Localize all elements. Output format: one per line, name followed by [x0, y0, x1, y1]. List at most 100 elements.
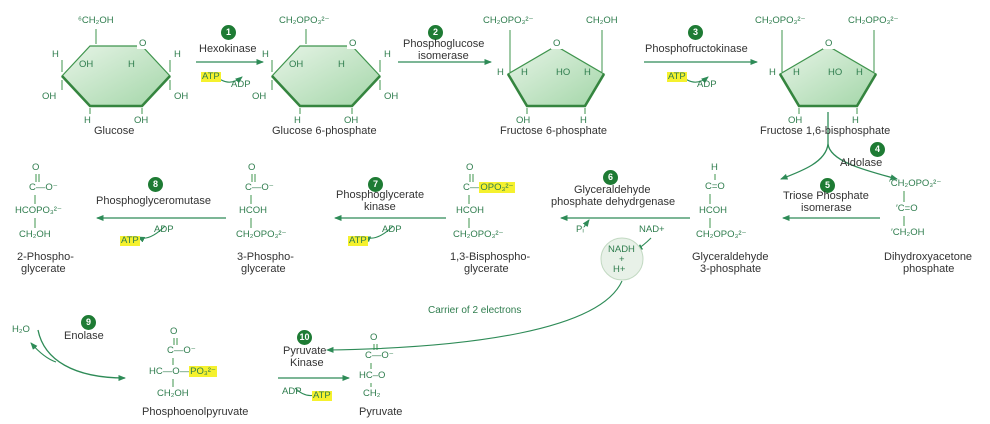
- f6p-chain-left: CH₂OPO₃²⁻: [483, 15, 534, 26]
- pg3-caption-line2: glycerate: [241, 263, 286, 275]
- step-6-pi: Pᵢ: [576, 224, 584, 235]
- g6p-h-left: H: [262, 49, 269, 60]
- f6p-chain-right: CH₂OH: [586, 15, 618, 26]
- glucose-h-bottom: H: [84, 115, 91, 126]
- step-6-nad: NAD+: [639, 224, 665, 235]
- glucose-oh-inner: OH: [79, 59, 94, 70]
- step-9-water: H₂O: [12, 324, 30, 335]
- dhap-line1: ′CH₂OPO₃²⁻: [889, 178, 942, 189]
- g6p-oh-right: OH: [384, 91, 399, 102]
- dhap-line2: ′C=O: [896, 203, 918, 214]
- step-7-enzyme-line1: Phosphoglycerate: [336, 189, 425, 201]
- bpg13-line1: C—OPO₃²⁻: [463, 182, 515, 193]
- g6p-caption: Glucose 6-phosphate: [272, 125, 377, 137]
- nadh-label-line2: +: [619, 254, 625, 265]
- f6p-h-outer-left: H: [497, 67, 504, 78]
- pep-line3: CH₂OH: [157, 388, 189, 399]
- pg2-o-top: O: [32, 162, 40, 173]
- f16bp-ring-oxygen: O: [823, 38, 835, 49]
- f16bp-caption: Fructose 1,6-bisphosphate: [760, 125, 891, 137]
- pyruvate-caption: Pyruvate: [359, 406, 403, 418]
- glucose-oh-right: OH: [174, 91, 189, 102]
- nadh-bubble: [600, 237, 644, 281]
- step-8-number: 8: [148, 177, 163, 192]
- glucose-oh-bottom: OH: [134, 115, 149, 126]
- f16bp-chain-left: CH₂OPO₃²⁻: [755, 15, 806, 26]
- dhap-caption-line2: phosphate: [903, 263, 955, 275]
- step-10-number: 10: [297, 330, 312, 345]
- step-5-number: 5: [820, 178, 835, 193]
- pg3-caption-line1: 3-Phospho-: [237, 251, 294, 263]
- g6p-h-inner: H: [338, 59, 345, 70]
- g6p-oh-left: OH: [252, 91, 267, 102]
- g3p-h-top: H: [711, 162, 718, 173]
- dhap-caption-line1: Dihydroxyacetone: [884, 251, 973, 263]
- bpg13-line2: HCOH: [456, 205, 484, 216]
- f16bp-h-inner-left: H: [793, 67, 800, 78]
- pep-line1: C—O⁻: [167, 345, 196, 356]
- pg2-line1: C—O⁻: [29, 182, 58, 193]
- step-3-number: 3: [688, 25, 703, 40]
- pep-line2-hc: HC—O—: [149, 366, 190, 377]
- f6p-ring-oxygen: O: [551, 38, 563, 49]
- step-6-enzyme-line1: Glyceraldehyde: [574, 184, 651, 196]
- f16bp-chain-right: CH₂OPO₃²⁻: [848, 15, 899, 26]
- pep-line2: HC—O—PO₃²⁻: [149, 366, 217, 377]
- glucose-h-left: H: [52, 49, 59, 60]
- step-1-number: 1: [221, 25, 236, 40]
- f6p-caption: Fructose 6-phosphate: [500, 125, 608, 137]
- pep-o-top: O: [170, 326, 178, 337]
- bpg13-line3: CH₂OPO₃²⁻: [453, 229, 504, 240]
- g3p-line3: CH₂OPO₃²⁻: [696, 229, 747, 240]
- step-3-atp: ATP: [667, 71, 687, 82]
- f16bp-ho-inner-right: HO: [828, 67, 843, 78]
- pg2-caption-line1: 2-Phospho-: [17, 251, 74, 263]
- step-8-adp: ADP: [154, 224, 174, 235]
- glucose-h-right: H: [174, 49, 181, 60]
- step-4-enzyme: Aldolase: [840, 157, 883, 169]
- step-3-enzyme: Phosphofructokinase: [645, 43, 748, 55]
- g6p-h-right: H: [384, 49, 391, 60]
- g3p-caption-line1: Glyceraldehyde: [692, 251, 769, 263]
- f6p-h-inner-left: H: [521, 67, 528, 78]
- pg3-line1: C—O⁻: [245, 182, 274, 193]
- pep-caption: Phosphoenolpyruvate: [142, 406, 249, 418]
- g6p-chain-label: CH₂OPO₃²⁻: [279, 15, 330, 26]
- bpg13-caption-line2: glycerate: [464, 263, 509, 275]
- step-7-atp: ATP: [348, 235, 368, 246]
- bpg13-caption-line1: 1,3-Bisphospho-: [450, 251, 531, 263]
- g6p-ring-oxygen: O: [347, 38, 359, 49]
- step-6-enzyme-line2: phosphate dehydrgenase: [551, 196, 676, 208]
- step-10-adp: ADP: [282, 386, 302, 397]
- dhap-line3: ′CH₂OH: [891, 227, 925, 238]
- bpg13-line1-c: C—: [463, 182, 480, 193]
- step-2-number: 2: [428, 25, 443, 40]
- g6p-oh-bottom: OH: [344, 115, 359, 126]
- step-7-number: 7: [368, 177, 383, 192]
- bpg13-o-top: O: [466, 162, 474, 173]
- pg3-line2: HCOH: [239, 205, 267, 216]
- pg3-o-top: O: [248, 162, 256, 173]
- pep-line2-phosphate: PO₃²⁻: [189, 366, 217, 377]
- step-3-adp: ADP: [697, 79, 717, 90]
- nadh-label-line1: NADH: [608, 244, 635, 255]
- pg2-line2: HCOPO₃²⁻: [15, 205, 62, 216]
- cofactor-arrows: [137, 72, 709, 399]
- pg2-line3: CH₂OH: [19, 229, 51, 240]
- glucose-caption: Glucose: [94, 125, 135, 137]
- step-5-enzyme-line1: Triose Phosphate: [783, 190, 869, 202]
- f6p-oh-bottom: OH: [516, 115, 531, 126]
- step-7-enzyme-line2: kinase: [364, 201, 396, 213]
- step-6-number: 6: [603, 170, 618, 185]
- pg2-caption-line2: glycerate: [21, 263, 66, 275]
- sugar-rings: [61, 45, 878, 108]
- step-10-atp: ATP: [312, 390, 332, 401]
- step-1-adp: ADP: [231, 79, 251, 90]
- step-9-number: 9: [81, 315, 96, 330]
- f6p-ho-inner-right: HO: [556, 67, 571, 78]
- g3p-line1: C=O: [705, 181, 725, 192]
- glucose-ring-oxygen: O: [137, 38, 149, 49]
- g3p-caption-line2: 3-phosphate: [700, 263, 762, 275]
- pyruvate-line2: HC–O: [359, 370, 386, 381]
